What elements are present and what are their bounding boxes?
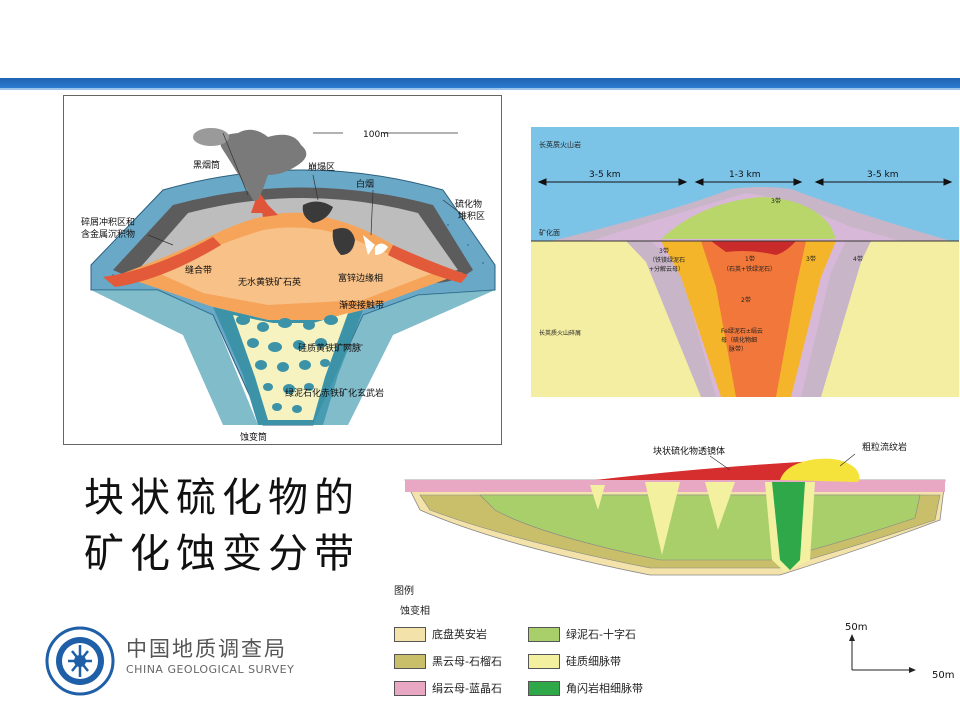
zone1-2: （石英+铁绿泥石） — [723, 265, 776, 273]
suture-label: 缝合带 — [185, 264, 212, 276]
surface-label: 矿化面 — [539, 228, 560, 237]
zone3-left-1: 3带 — [659, 247, 669, 255]
zone2-desc-1: Fe绿泥石±绢云 — [721, 327, 763, 335]
slide-title-line2: 矿化蚀变分带 — [84, 531, 360, 577]
legend-swatch — [528, 653, 560, 669]
silicic-vein-label: 硅质黄铁矿网脉 — [298, 342, 361, 354]
legend-item: 硅质细脉带 — [528, 653, 621, 669]
zone4-label: 4带 — [853, 255, 863, 263]
zone2-desc-2: 母（硫化物细 — [721, 336, 757, 344]
zone1-1: 1带 — [745, 255, 755, 263]
diagram-vms-cross-section: 100m 黑烟筒 崩塌区 白烟 硫化物 堆积区 碎屑冲积区和 含金属沉积物 缝合… — [63, 95, 503, 445]
slide-title-line1: 块状硫化物的 — [84, 475, 360, 521]
legend-subtitle: 蚀变相 — [400, 606, 430, 617]
zone3-left-2: （铁镁绿泥石 — [649, 256, 685, 264]
sulfide-deposit-label-2: 堆积区 — [458, 210, 485, 222]
clastic-label-2: 含金属沉积物 — [81, 228, 135, 240]
smoker-label: 黑烟筒 — [193, 159, 220, 171]
legend-swatch — [394, 680, 426, 696]
top-blue-band-accent — [0, 88, 960, 90]
diagram-alteration-zones: 长英质火山岩 3-5 km 1-3 km 3-5 km 3带 矿化面 3带 （铁… — [531, 127, 959, 397]
scale-h-label: 50m — [932, 670, 954, 681]
dist-mid-label: 1-3 km — [729, 170, 761, 180]
clastic-label-1: 碎屑冲积区和 — [81, 216, 135, 228]
top-blue-band — [0, 78, 960, 88]
legend-item: 底盘英安岩 — [394, 626, 487, 642]
dist-right-label: 3-5 km — [867, 170, 899, 180]
seal-icon — [45, 626, 115, 696]
zone3-right-label: 3带 — [806, 255, 816, 263]
org-name-cn: 中国地质调查局 — [126, 637, 287, 661]
zone2-label: 2带 — [741, 296, 751, 304]
zone2-desc-3: 脉带） — [729, 345, 747, 353]
sulfide-deposit-label-1: 硫化物 — [455, 198, 482, 210]
slide-title: 块状硫化物的 矿化蚀变分带 — [84, 470, 414, 582]
bottom-rock-label: 长英质火山碎屑 — [539, 329, 581, 337]
legend: 图例 蚀变相 底盘英安岩 绿泥石-十字石 黑云母-石榴石 硅质细脉带 绢云母-蓝… — [390, 580, 710, 700]
chlorite-basalt-label: 绿泥石化赤铁矿化玄武岩 — [285, 387, 384, 399]
top-rock-label: 长英质火山岩 — [539, 140, 581, 149]
alteration-pipe-label: 蚀变筒 — [240, 431, 267, 443]
legend-title: 图例 — [394, 586, 414, 597]
legend-item: 绿泥石-十字石 — [528, 626, 636, 642]
legend-swatch — [528, 680, 560, 696]
anhydrite-label: 无水黄铁矿石英 — [238, 276, 301, 288]
diagram-metamorphic-section: 块状硫化物透镜体 粗粒流纹岩 — [400, 440, 960, 580]
white-smoke-label: 白烟 — [356, 178, 374, 190]
dist-left-label: 3-5 km — [589, 170, 621, 180]
org-name-en: CHINA GEOLOGICAL SURVEY — [126, 663, 295, 676]
zinc-rim-label: 富锌边缘相 — [338, 272, 383, 284]
scale-v-label: 50m — [845, 622, 867, 633]
legend-swatch — [394, 653, 426, 669]
legend-swatch — [528, 626, 560, 642]
rhyolite-label: 粗粒流纹岩 — [862, 441, 907, 453]
collapse-label: 崩塌区 — [308, 161, 335, 173]
org-logo: 中国地质调查局 CHINA GEOLOGICAL SURVEY — [44, 625, 295, 696]
legend-item: 角闪岩相细脉带 — [528, 680, 643, 696]
gradual-contact-label: 渐变接触带 — [339, 299, 384, 311]
legend-item: 绢云母-蓝晶石 — [394, 680, 502, 696]
scale-label: 100m — [363, 130, 389, 140]
lens-label: 块状硫化物透镜体 — [653, 445, 725, 457]
scale-bar: 50m 50m — [840, 610, 960, 690]
legend-item: 黑云母-石榴石 — [394, 653, 502, 669]
zone3-left-3: +分解云母） — [649, 265, 684, 273]
legend-swatch — [394, 626, 426, 642]
band3-top-label: 3带 — [771, 197, 781, 205]
